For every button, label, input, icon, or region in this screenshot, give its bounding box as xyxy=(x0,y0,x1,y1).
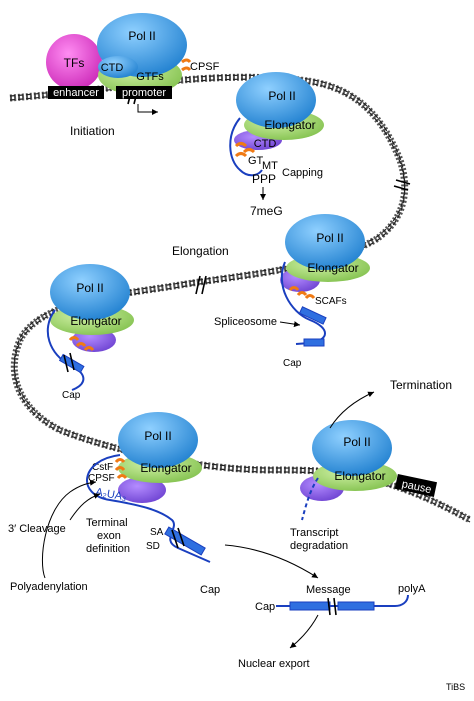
polya-orange-clusters xyxy=(114,458,128,480)
spliceosome-elongator-label: Elongator xyxy=(307,261,358,275)
polyadenylation-label: Polyadenylation xyxy=(10,581,88,593)
pause-pol-ii xyxy=(312,420,392,476)
cstf-label: CstF xyxy=(92,462,113,473)
promoter-label: promoter xyxy=(122,87,166,99)
mrna-exon-2 xyxy=(337,601,375,611)
mature-mrna xyxy=(276,594,409,616)
transcript-degradation-line-2: degradation xyxy=(290,540,348,552)
capping-orange-clusters xyxy=(234,142,256,158)
nuclear-export-label: Nuclear export xyxy=(238,658,310,670)
ctd-label: CTD xyxy=(101,62,124,74)
scafs-label: SCAFs xyxy=(315,296,347,307)
capping-complex: Pol II Elongator CTD GT MT Capping PPP 7… xyxy=(229,72,324,218)
stage-initiation: Initiation xyxy=(70,124,115,138)
a2ua3-label: A₂UA₃ xyxy=(94,486,127,503)
polya-tail xyxy=(394,594,409,607)
elongation-elongator-label: Elongator xyxy=(70,314,121,328)
polya-pol-ii-label: Pol II xyxy=(144,429,171,443)
terminal-exon-line-1: Terminal xyxy=(86,517,128,529)
elongation-break-mark xyxy=(63,352,75,373)
promoter-box xyxy=(116,86,172,99)
elongation-cap-label: Cap xyxy=(62,390,81,401)
spliceosome-complex: Pol II Elongator SCAFs Spliceosome Cap xyxy=(214,214,370,369)
pause-box xyxy=(394,473,438,497)
mrna-break-mark xyxy=(327,597,337,616)
cpsf-orange-clusters xyxy=(181,58,192,72)
ppp-label: PPP xyxy=(252,172,276,186)
pause-complex: Pol II Elongator pause Transcript degrad… xyxy=(290,420,438,552)
mrna-exon-1 xyxy=(289,601,331,611)
polya-complex: Pol II Elongator CstF CPSF A₂UA₃ Termina… xyxy=(86,412,220,596)
cpsf-label: CPSF xyxy=(190,61,220,73)
transcript-degradation-line-1: Transcript xyxy=(290,527,339,539)
gt-label: GT xyxy=(248,155,264,167)
tfs-blob xyxy=(46,34,102,90)
sa-label: SA xyxy=(150,527,164,538)
export-arrow xyxy=(289,614,319,649)
stage-termination: Termination xyxy=(390,378,452,392)
capping-pol-ii xyxy=(236,72,316,128)
terminal-exon-line-3: definition xyxy=(86,543,130,555)
stage-elongation: Elongation xyxy=(172,244,229,258)
terminal-exon-line-2: exon xyxy=(97,530,121,542)
mrna-cap-label: Cap xyxy=(255,601,275,613)
polya-break-mark xyxy=(171,527,185,549)
message-label: Message xyxy=(306,584,351,596)
polya-cap-label: Cap xyxy=(200,584,220,596)
spliceosome-cap-label: Cap xyxy=(283,358,302,369)
cleavage-arrow xyxy=(69,493,101,521)
three-prime-cleavage-label: 3′ Cleavage xyxy=(8,523,66,535)
spliceosome-exon xyxy=(298,306,327,325)
spliceosome-pol-ii xyxy=(285,214,365,270)
spliceosome-pol-ii-label: Pol II xyxy=(316,231,343,245)
initiation-complex: TFs Pol II CTD GTFs CPSF enhancer promot… xyxy=(46,13,220,115)
elongation-complex: Pol II Elongator Cap xyxy=(46,264,134,401)
capping-ctd-label: CTD xyxy=(254,138,277,150)
sd-label: SD xyxy=(146,541,160,552)
meg-label: 7meG xyxy=(250,204,283,218)
enhancer-box xyxy=(48,86,104,99)
elongation-pol-ii-label: Pol II xyxy=(76,281,103,295)
transcription-start-arrow xyxy=(137,104,158,115)
spliceosome-exon-2 xyxy=(303,338,325,347)
gtfs-label: GTFs xyxy=(136,71,164,83)
capping-elongator-label: Elongator xyxy=(264,118,315,132)
polya-elongator-label: Elongator xyxy=(140,461,191,475)
polya-label: polyA xyxy=(398,583,426,595)
spliceosome-arrow xyxy=(279,321,301,328)
degradation-rna xyxy=(301,477,319,521)
polya-purple xyxy=(118,477,166,503)
mt-label: MT xyxy=(262,160,278,172)
pause-pol-ii-label: Pol II xyxy=(343,435,370,449)
capping-label: Capping xyxy=(282,167,323,179)
polya-cpsf-label: CPSF xyxy=(88,473,115,484)
elongation-pol-ii xyxy=(50,264,130,320)
message-arrow xyxy=(224,544,319,579)
elongation-orange-clusters xyxy=(68,336,95,352)
enhancer-label: enhancer xyxy=(53,87,99,99)
ctd-blob xyxy=(98,56,138,78)
capping-rna xyxy=(229,117,263,177)
polya-pol-ii xyxy=(118,412,198,468)
polyadenylation-arrow xyxy=(41,479,97,579)
capping-pol-ii-label: Pol II xyxy=(268,89,295,103)
tfs-label: TFs xyxy=(64,56,85,70)
scafs-orange-clusters xyxy=(288,286,316,300)
spliceosome-label: Spliceosome xyxy=(214,316,277,328)
pause-elongator-label: Elongator xyxy=(334,469,385,483)
pol-ii-label: Pol II xyxy=(128,29,155,43)
credit-label: TiBS xyxy=(446,682,465,692)
termination-arrow xyxy=(329,391,375,429)
